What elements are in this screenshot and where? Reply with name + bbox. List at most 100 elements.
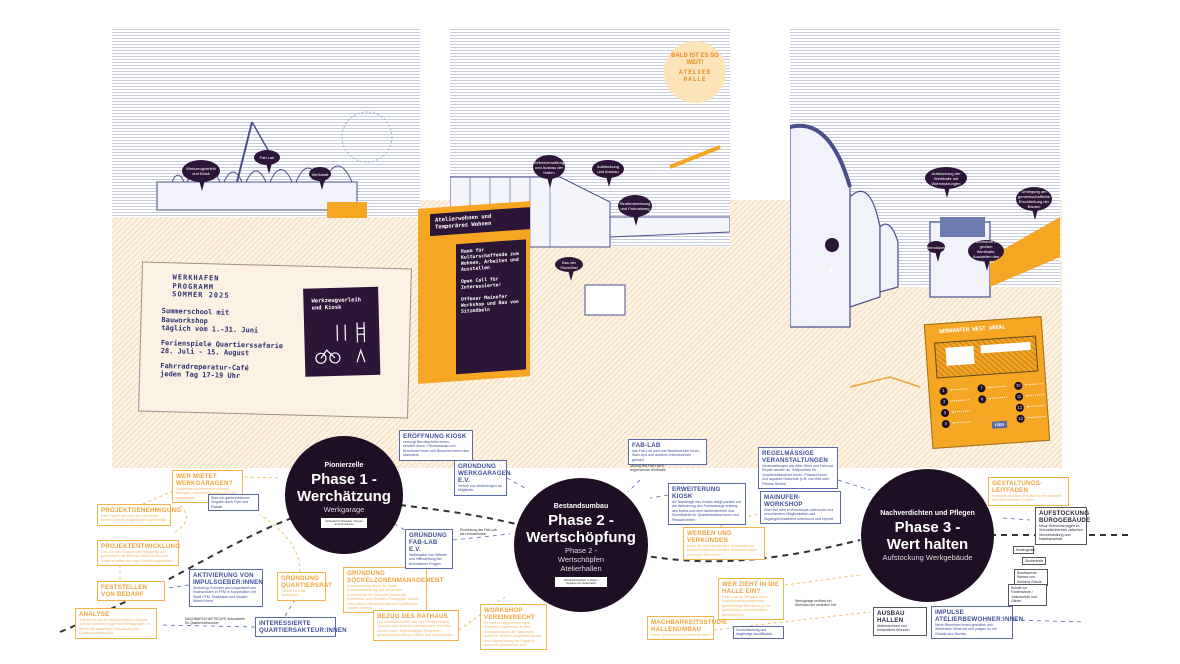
phase-2-circle[interactable]: Bestandsumbau Phase 2 - Wertschöpfung Ph… xyxy=(514,478,648,612)
speech-bubble: Bau der Sitzmöbel xyxy=(555,257,583,281)
step-box-fablab-ev[interactable]: Gründung Fab-Lab e.V.Weitergabe von Wiss… xyxy=(405,529,453,570)
step-box-kindergarten[interactable]: Kindergarten xyxy=(1013,546,1036,555)
step-title: Workshop Vereinsrecht xyxy=(484,607,535,621)
step-box-fablab[interactable]: Fab-Labdas Fab-Lab wird von Berufsschüle… xyxy=(628,439,707,466)
step-box-aktivierung[interactable]: Aktivierung von Impulsgeber:innenWorksho… xyxy=(189,569,263,607)
step-box-rathaus[interactable]: Bezug des RathausFrei nutzbarer Raum, de… xyxy=(373,610,459,641)
phase-title: Phase 2 - Wertschöpfung xyxy=(526,512,636,546)
step-description: Durch Quartiersrat und externe Büro xyxy=(651,633,710,637)
step-title: Gründung Quartiersrat xyxy=(281,575,333,589)
step-box-durchmischung[interactable]: Durchmischung und langfristige Identifik… xyxy=(733,626,784,639)
phase-subtitle: Werkgarage xyxy=(323,505,365,514)
phase-subtitle: Phase 2 - Wertschöpfen Atelierhallen xyxy=(557,546,605,573)
step-box-vereinsrecht[interactable]: Workshop VereinsrechtEs wird ein allgeme… xyxy=(480,604,547,651)
step-title: Fab-Lab xyxy=(632,442,661,449)
step-title: Ausbau Hallen xyxy=(877,610,905,624)
step-box-feststellen[interactable]: Feststellen von Bedarf xyxy=(97,581,165,601)
step-box-start-vergabe[interactable]: Start mit quartiersinternen Vergabe durc… xyxy=(208,494,259,512)
phase-title: Phase 1 - Werchätzung xyxy=(297,471,391,505)
step-title: Aufstockung Bürogebäude xyxy=(1039,510,1091,524)
step-description: Richtlinie und Best-Practice für ein bel… xyxy=(992,494,1062,503)
step-description: Neue Wohnnutzungen im Schwellenbereich z… xyxy=(1039,524,1083,542)
step-box-projektentwicklung[interactable]: ProjektentwicklungDas Ziel des Projekts … xyxy=(97,540,180,567)
step-title: Mainufer-Workshop xyxy=(764,494,803,508)
phase-kicker: Nachverdichten und Pflegen xyxy=(880,509,975,517)
step-description: Studierende xyxy=(1025,559,1044,563)
step-description: Workshop-Sommer wird organisiert von Hoc… xyxy=(193,586,257,604)
step-description: Kindergarten xyxy=(1016,548,1036,552)
step-description: versorgt Berufsschüler:innen, Arbeiter:i… xyxy=(403,440,469,458)
step-box-akteure[interactable]: Interessierte Quartiersakteur:innen xyxy=(255,617,347,637)
step-description: Das Projekt wird von den relevanten Ämte… xyxy=(101,514,166,523)
speech-bubble: Aufstockung der Werkhalle mit Wohnnutzun… xyxy=(925,167,967,198)
step-box-projektgenehmigung[interactable]: ProjektgenehmigungDas Projekt wird von d… xyxy=(97,504,182,526)
note-fablab-below: Umzug des Fab-Lab in angrenzende Werkhal… xyxy=(630,464,666,472)
step-title: Wer zieht in die Halle ein? xyxy=(722,581,780,595)
step-title: Machbarkeitsstudie Hallenumbau xyxy=(651,619,728,633)
speech-bubble: Umlegung am gemeinschaftliche Erschließu… xyxy=(1016,187,1052,220)
speech-bubble: Fab Lab xyxy=(254,150,280,174)
step-title: Impulse Atelierbewohner:innen xyxy=(935,609,1024,623)
step-title: Gestaltungs-Leitfaden xyxy=(992,480,1043,494)
step-box-kiosk[interactable]: Eröffnung Kioskversorgt Berufsschüler:in… xyxy=(399,430,473,461)
step-title: Wer mietet Werkgaragen? xyxy=(176,473,233,487)
step-box-studierende[interactable]: Studierende xyxy=(1022,557,1046,566)
speech-bubble: Straßenbelebung und Fahrradweg xyxy=(618,195,652,226)
step-box-berufsschule[interactable]: Berufsschule Werner-von-Siemens-Schule xyxy=(1014,569,1048,587)
step-description: Open Call für Vergabe durch Sockelzonenm… xyxy=(722,595,771,617)
phase-kicker: Bestandsumbau xyxy=(553,503,609,510)
step-description: Neue Bewohner:innen gestalten den Werkha… xyxy=(935,623,997,636)
step-box-analyse[interactable]: Analyseaufbauend auf der städtebaulichen… xyxy=(75,608,157,639)
step-description: die Nachfrage des Kiosks steigt parallel… xyxy=(672,500,741,522)
step-description: Ausschreibung durch die Stadt, Zusammens… xyxy=(347,584,419,611)
speech-bubble: Aufstockung und Ausbau xyxy=(592,160,624,187)
step-box-wer-zieht[interactable]: Wer zieht in die Halle ein?Open Call für… xyxy=(718,578,784,621)
step-description: Start mit quartiersinternen Vergabe durc… xyxy=(211,496,251,509)
step-box-ausbau-hallen[interactable]: Ausbau HallenAtelierwohnen und temporäre… xyxy=(873,607,927,636)
step-title: Aktivierung von Impulsgeber:innen xyxy=(193,572,264,586)
balloon-title: ATELIER HALLE xyxy=(678,69,712,83)
speech-bubble: Wohnraum im großen Werkhalle, Ausstellen… xyxy=(968,239,1004,271)
step-box-impulse[interactable]: Impulse Atelierbewohner:innenNeue Bewohn… xyxy=(931,606,1024,640)
phase-title: Phase 3 - Wert halten xyxy=(886,518,969,553)
step-title: Eröffnung Kiosk xyxy=(403,433,467,440)
step-box-werkgaragen-ev[interactable]: Gründung Werkgaragen e.V.Verleih von Wer… xyxy=(454,460,511,496)
illustration-panel-3: 8 Aufstockung der Werkhalle mit Wohnnutz… xyxy=(790,27,1060,447)
phase-3-circle[interactable]: Nachverdichten und Pflegen Phase 3 - Wer… xyxy=(861,469,994,602)
step-description: Durchmischung und langfristige Identifik… xyxy=(736,628,773,637)
step-box-erweiterung-kiosk[interactable]: Erweiterung Kioskdie Nachfrage des Kiosk… xyxy=(668,483,746,526)
atelier-halle-balloon: BALD IST ES SO WEIT! ATELIER HALLE xyxy=(664,41,726,103)
step-box-sockelzone[interactable]: Gründung SockelzonenmanagementAusschreib… xyxy=(343,567,443,614)
phase-kicker: Pionierzelle xyxy=(324,462,364,469)
speech-bubble: Werkzeugverleih und Kiosk xyxy=(182,160,220,191)
step-title: Projektgenehmigung xyxy=(101,507,182,514)
tool-rental-flyer: Werkzeugverleih und Kiosk xyxy=(303,286,381,377)
step-box-schule[interactable]: Schule zur Förderschule / Juniorschule u… xyxy=(1008,584,1047,606)
step-box-leitfaden[interactable]: Gestaltungs-LeitfadenRichtlinie und Best… xyxy=(988,477,1069,506)
step-description: aufbauend auf der städtebaulichen Analys… xyxy=(79,618,150,636)
step-description: Veranstaltungen wie After Work und Fahrr… xyxy=(762,464,834,486)
hall-number: 8 xyxy=(829,267,833,274)
step-box-machbarkeit[interactable]: Machbarkeitsstudie HallenumbauDurch Quar… xyxy=(647,616,728,641)
step-box-mainufer[interactable]: Mainufer-WorkshopDas Ufer wird in Worksh… xyxy=(760,491,841,525)
speech-bubble: Selbstverwaltung und Ausbau der Hallen xyxy=(533,155,565,188)
note-werkgarage: Werkgarage verlässt ein Wohnbau am zentr… xyxy=(795,599,837,607)
step-title: Erweiterung Kiosk xyxy=(672,486,721,500)
step-title: Analyse xyxy=(79,611,110,618)
illustration-panel-1: Werkzeugverleih und Kiosk Fab Lab Werkst… xyxy=(112,27,420,440)
step-description: Berufsschule Werner-von-Siemens-Schule xyxy=(1017,571,1042,584)
step-description: Es wird ein allgemeiner Input Workshop o… xyxy=(484,621,542,648)
phase-1-circle[interactable]: Pionierzelle Phase 1 - Werchätzung Werkg… xyxy=(285,436,403,554)
illustration-panel-2: BALD IST ES SO WEIT! ATELIER HALLE Selbs… xyxy=(450,27,730,457)
speech-bubble: Wohnküche xyxy=(925,241,947,262)
step-title: Regelmäßige Veranstaltungen xyxy=(762,450,829,464)
speech-bubble: Werkstatt xyxy=(309,167,331,190)
note-nachbarschaftscafe: NACHBARSCHAFTSCAFÉ Anlaufstelle für Quar… xyxy=(185,617,245,625)
step-box-veranstaltungen[interactable]: Regelmäßige VeranstaltungenVeranstaltung… xyxy=(758,447,838,490)
step-box-quartiersrat[interactable]: Gründung QuartiersratTreffen im Café Wer… xyxy=(277,572,333,601)
step-title: Bezug des Rathaus xyxy=(377,613,449,620)
step-description: durch die Verbreitung über verschiedenen… xyxy=(687,544,757,557)
step-box-werben[interactable]: Werben und Verkündendurch die Verbreitun… xyxy=(683,527,765,561)
step-box-aufstockung[interactable]: Aufstockung BürogebäudeNeue Wohnnutzunge… xyxy=(1035,507,1091,545)
